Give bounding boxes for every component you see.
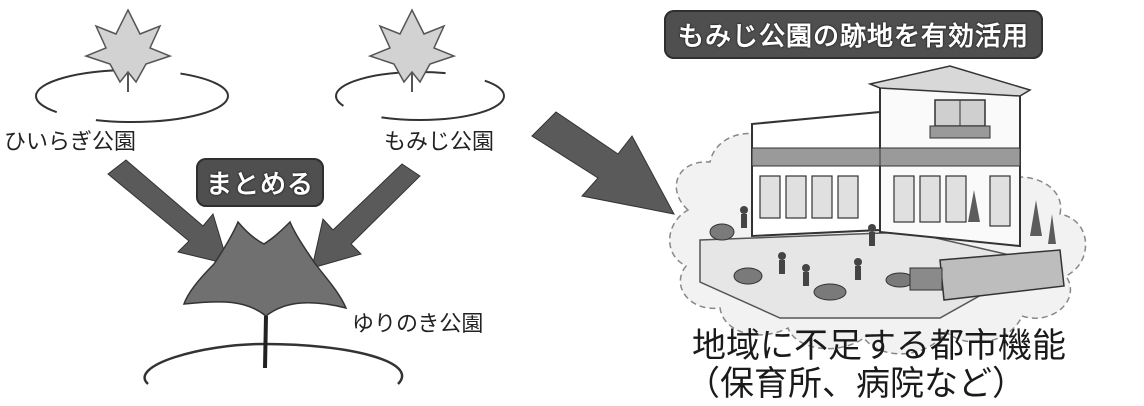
- yurinoki-stem: [263, 315, 268, 369]
- merge-badge: まとめる: [196, 158, 325, 207]
- label-hiiragi-park: ひいらぎ公園: [4, 130, 137, 155]
- hiiragi-park-illustration: [35, 8, 229, 123]
- caption-examples: （保育所、病院など）: [686, 364, 1026, 404]
- yurinoki-leaf-icon: [182, 220, 348, 317]
- caption-urban-function: 地域に不足する都市機能: [692, 326, 1066, 366]
- reuse-title-banner: もみじ公園の跡地を有効活用: [664, 10, 1044, 59]
- building-illustration: [669, 65, 1087, 355]
- momiji-park-illustration: [335, 8, 505, 121]
- momiji-leaf-icon: [367, 8, 457, 84]
- big-arrow-to-reuse: [531, 111, 675, 215]
- label-momiji-park: もみじ公園: [384, 130, 495, 155]
- label-yurinoki-park: ゆりのき公園: [352, 312, 484, 337]
- yurinoki-park-illustration: [143, 220, 404, 385]
- arrow-left-to-merge: [107, 159, 229, 265]
- yurinoki-ground-ellipse: [143, 342, 404, 385]
- building-roof: [867, 65, 1032, 97]
- arrow-right-to-merge: [311, 163, 421, 269]
